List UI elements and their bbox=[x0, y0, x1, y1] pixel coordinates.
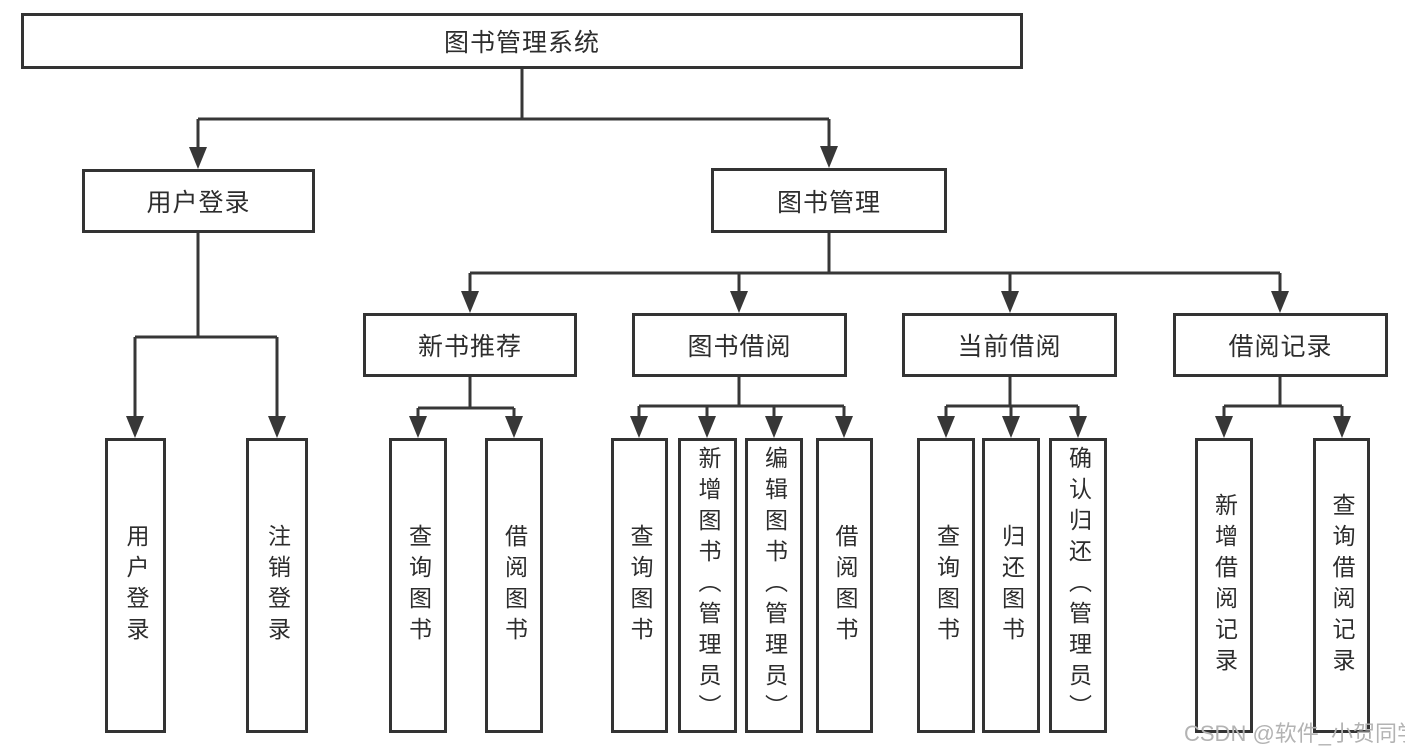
arrowhead bbox=[765, 416, 783, 438]
arrowhead bbox=[268, 416, 286, 438]
arrowhead bbox=[730, 291, 748, 313]
arrowhead bbox=[1001, 291, 1019, 313]
arrowhead bbox=[937, 416, 955, 438]
node-new-book-recommend: 新书推荐 bbox=[363, 313, 577, 377]
arrowhead bbox=[1333, 416, 1351, 438]
leaf-query-book-borrow: 查询图书 bbox=[611, 438, 668, 733]
node-book-management: 图书管理 bbox=[711, 168, 947, 233]
node-user-login: 用户登录 bbox=[82, 169, 315, 233]
connector-book-borrow-branch bbox=[637, 377, 846, 421]
connector-borrow-record-branch bbox=[1222, 377, 1344, 421]
leaf-user-login: 用户登录 bbox=[105, 438, 166, 733]
arrowhead bbox=[126, 416, 144, 438]
connector-current-borrow-branch bbox=[944, 377, 1080, 421]
arrowhead bbox=[1271, 291, 1289, 313]
leaf-borrow-book-recommend: 借阅图书 bbox=[485, 438, 543, 733]
leaf-query-borrow-record: 查询借阅记录 bbox=[1313, 438, 1370, 733]
leaf-logout: 注销登录 bbox=[246, 438, 308, 733]
leaf-return-book: 归还图书 bbox=[982, 438, 1040, 733]
arrowhead bbox=[630, 416, 648, 438]
arrowhead bbox=[1069, 416, 1087, 438]
node-book-borrow: 图书借阅 bbox=[632, 313, 847, 377]
arrowhead bbox=[409, 416, 427, 438]
leaf-edit-book-admin: 编辑图书（管理员） bbox=[745, 438, 803, 733]
arrowhead bbox=[505, 416, 523, 438]
arrowhead bbox=[1002, 416, 1020, 438]
leaf-borrow-book: 借阅图书 bbox=[816, 438, 873, 733]
leaf-query-book-recommend: 查询图书 bbox=[389, 438, 447, 733]
leaf-add-borrow-record: 新增借阅记录 bbox=[1195, 438, 1253, 733]
arrowhead bbox=[835, 416, 853, 438]
leaf-query-book-current: 查询图书 bbox=[917, 438, 975, 733]
connector-book-management-branch bbox=[468, 233, 1282, 296]
arrowhead bbox=[698, 416, 716, 438]
node-borrow-record: 借阅记录 bbox=[1173, 313, 1388, 377]
node-root-library-management-system: 图书管理系统 bbox=[21, 13, 1023, 69]
connector-root-to-level2 bbox=[196, 69, 831, 152]
arrowhead bbox=[461, 291, 479, 313]
leaf-add-book-admin: 新增图书（管理员） bbox=[678, 438, 737, 733]
arrowhead bbox=[1215, 416, 1233, 438]
node-current-borrow: 当前借阅 bbox=[902, 313, 1117, 377]
arrowhead bbox=[189, 147, 207, 169]
csdn-watermark: CSDN @软件_小贺同学 bbox=[1184, 721, 1405, 746]
connector-new-book-recommend-branch bbox=[416, 377, 516, 421]
arrowhead bbox=[820, 146, 838, 168]
connector-user-login-branch bbox=[133, 233, 279, 421]
leaf-confirm-return-admin: 确认归还（管理员） bbox=[1049, 438, 1107, 733]
